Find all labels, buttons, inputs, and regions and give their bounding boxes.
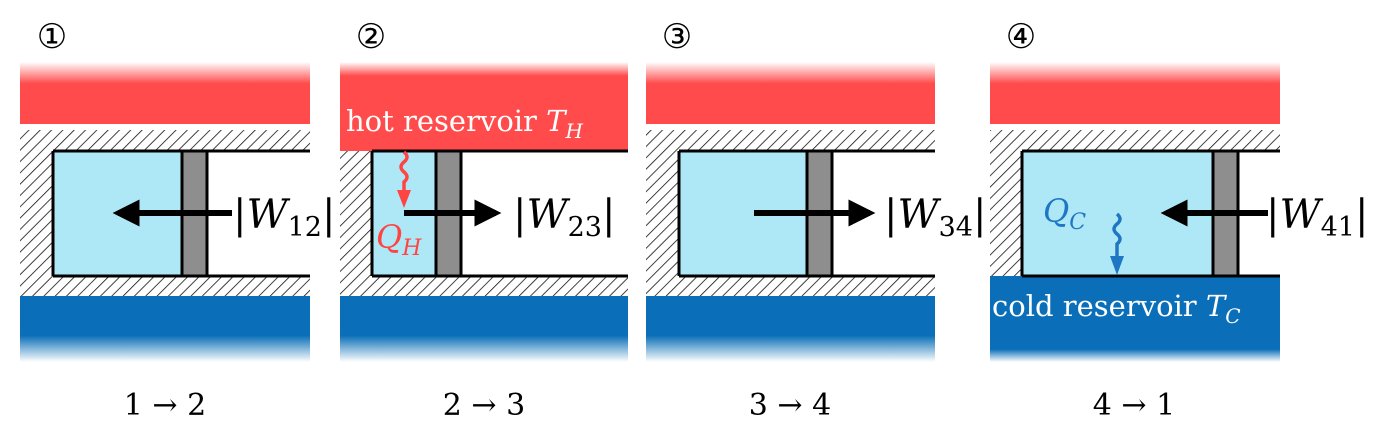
work-label: |W12| [233,192,335,243]
cold-reservoir [20,296,310,362]
hot-reservoir-contact [340,100,628,151]
work-label: |W34| [884,192,986,243]
cold-reservoir-contact [990,276,1280,332]
panel-1: ① |W12| 1 → 2 [20,17,335,423]
hot-reservoir-label: hot reservoir TH [346,104,583,143]
heat-flow-arrowhead [1110,256,1124,275]
transition-label: 4 → 1 [1093,388,1175,423]
step-symbol: ① [37,17,67,57]
cold-reservoir [646,296,935,362]
hot-reservoir-top [340,62,628,102]
cold-reservoir [340,296,628,362]
hot-reservoir [646,62,935,124]
transition-label: 1 → 2 [124,388,206,423]
step-symbol: ② [356,17,386,57]
heat-label: QC [1043,192,1086,235]
cold-reservoir-label: cold reservoir TC [992,289,1241,328]
heat-flow-arrow [399,150,409,194]
transition-label: 3 → 4 [749,388,831,423]
transition-label: 2 → 3 [443,388,525,423]
panel-3: ③ |W34| 3 → 4 [646,17,986,423]
hot-reservoir [990,62,1280,124]
heat-flow-arrow [1112,212,1122,258]
heat-label: QH [376,218,422,261]
step-symbol: ④ [1006,17,1036,57]
hot-reservoir [20,62,310,124]
step-symbol: ③ [662,17,692,57]
heat-flow-arrowhead [397,190,411,208]
work-label: |W41| [1266,192,1368,243]
panel-4: ④ cold reservoir TC QC |W41| 4 → 1 [990,17,1368,423]
cold-reservoir-fade [990,330,1280,362]
panel-2: ② hot reservoir TH QH |W23| 2 → 3 [340,17,628,423]
